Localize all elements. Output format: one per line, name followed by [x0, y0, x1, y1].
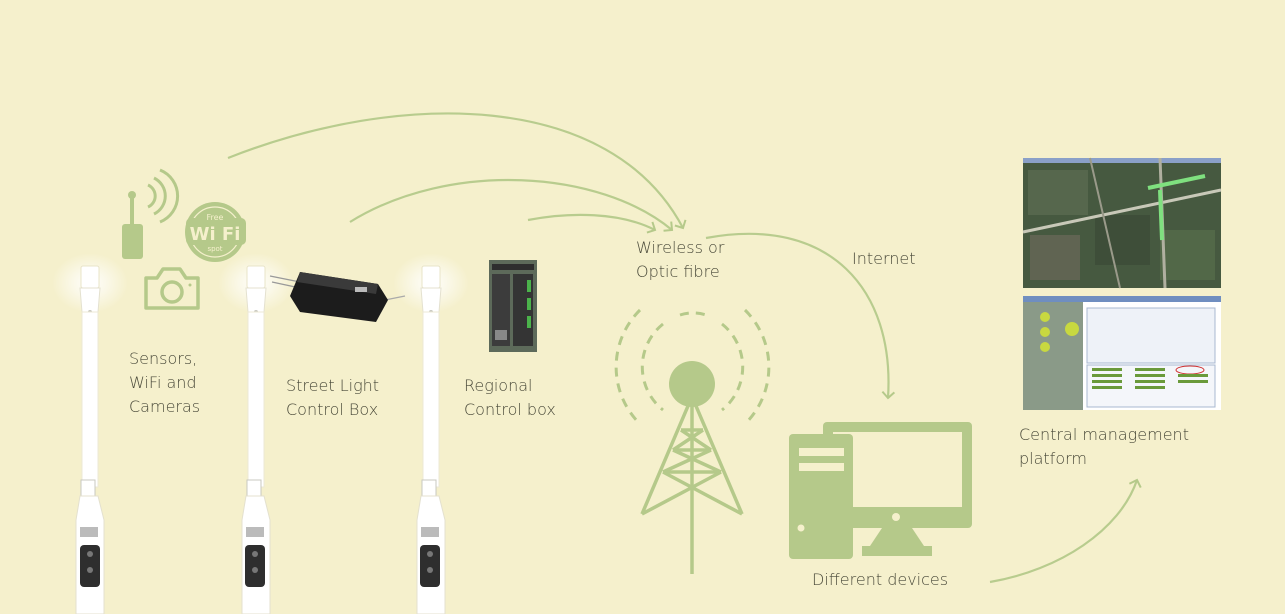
label-platform: Central management platform: [1019, 423, 1189, 471]
label-street-light-box-line-1: Street Light: [286, 376, 380, 395]
radio-tower-icon: [614, 308, 771, 574]
arrow-devices-to-platform: [989, 478, 1142, 584]
label-regional-box-line-2: Control box: [464, 400, 556, 419]
label-wireless: Wireless or Optic fibre: [636, 236, 724, 284]
label-regional-box-line-1: Regional: [464, 376, 533, 395]
label-sensors-line-3: Cameras: [129, 397, 201, 416]
label-regional-box: Regional Control box: [464, 374, 556, 422]
label-sensors-line-1: Sensors,: [129, 349, 198, 368]
label-devices: Different devices: [812, 570, 949, 589]
arrow-sensors-to-network: [227, 112, 687, 230]
arrow-internet: [705, 232, 896, 400]
label-street-light-box: Street Light Control Box: [286, 374, 379, 422]
wifi-hotspot-icon: Free Wi Fi spot: [185, 202, 246, 262]
label-wireless-line-2: Optic fibre: [636, 262, 720, 281]
management-software-screenshot: [1023, 296, 1221, 410]
arrow-regional-to-network: [527, 213, 657, 234]
label-platform-line-2: platform: [1019, 449, 1087, 468]
label-street-light-box-line-2: Control Box: [286, 400, 379, 419]
wifi-badge-top: Free: [207, 213, 224, 222]
light-pole-2: [218, 253, 294, 614]
light-pole-3: [393, 253, 469, 614]
satellite-map-screenshot: [1022, 157, 1222, 289]
light-pole-1: [52, 253, 128, 614]
wifi-badge-bottom: spot: [207, 245, 222, 253]
wifi-badge-main: Wi Fi: [190, 224, 241, 245]
regional-control-box-image: [489, 260, 537, 352]
connection-arrows: [227, 112, 1142, 584]
label-sensors-line-2: WiFi and: [129, 373, 197, 392]
antenna-signal-icon: [122, 168, 180, 259]
label-wireless-line-1: Wireless or: [636, 238, 725, 257]
label-platform-line-1: Central management: [1019, 425, 1189, 444]
desktop-computer-icon: [789, 422, 972, 559]
camera-icon: [144, 267, 200, 310]
label-sensors: Sensors, WiFi and Cameras: [129, 347, 200, 419]
street-light-control-box-image: [269, 272, 406, 322]
label-internet: Internet: [852, 249, 916, 268]
arrow-streetbox-to-network: [349, 178, 674, 232]
